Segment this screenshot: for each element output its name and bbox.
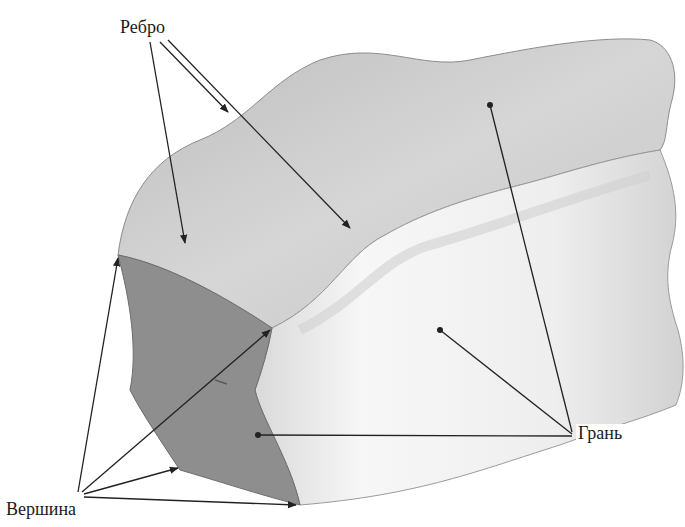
front-face <box>255 150 683 505</box>
leader-line <box>490 105 572 432</box>
leader-line <box>84 497 296 505</box>
edge-leaders <box>150 40 350 243</box>
leader-line <box>150 42 185 243</box>
leader-line <box>82 330 270 492</box>
axis-mark <box>215 380 227 384</box>
leader-line <box>168 40 350 228</box>
part-label: Вершина <box>4 500 78 520</box>
leader-line <box>258 435 572 436</box>
leader-line <box>84 468 178 494</box>
leader-line <box>78 258 118 492</box>
leader-line <box>440 330 572 434</box>
end-face <box>118 255 300 505</box>
face-leaders <box>258 105 572 436</box>
vertex-leaders <box>78 258 296 505</box>
part-label: Грань <box>576 424 624 444</box>
leader-line <box>160 42 228 112</box>
front-shading <box>300 175 650 330</box>
part-label: Ребро <box>118 18 167 38</box>
